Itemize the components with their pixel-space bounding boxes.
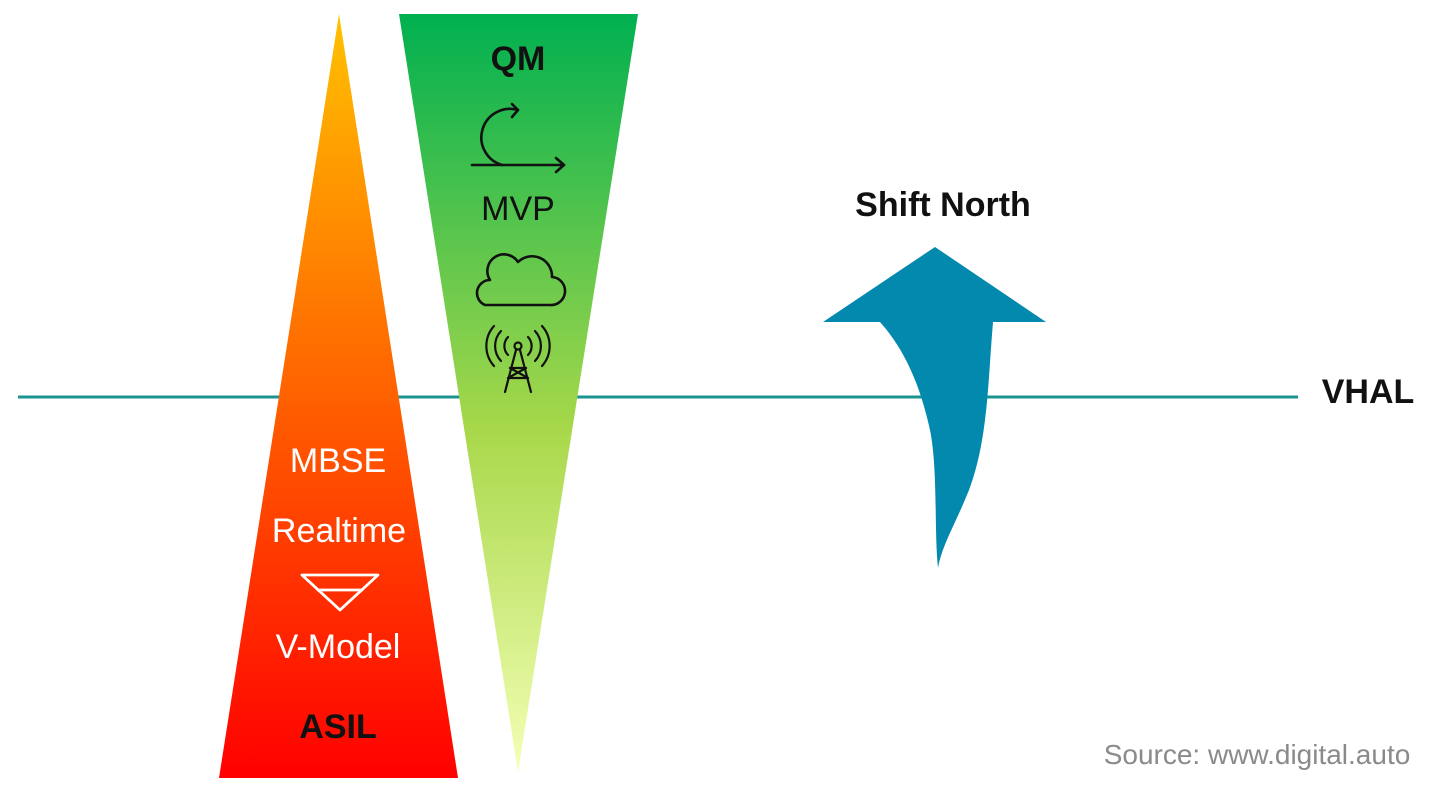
- qm-label: QM: [490, 40, 546, 78]
- realtime-label: Realtime: [271, 512, 407, 550]
- asil-label: ASIL: [299, 708, 377, 746]
- source-caption: Source: www.digital.auto: [1103, 739, 1411, 770]
- vhal-label: VHAL: [1321, 373, 1415, 411]
- cloud-icon: [475, 253, 567, 307]
- asil-pyramid: [219, 14, 458, 778]
- shift-north-label: Shift North: [855, 186, 1031, 224]
- shift-north-arrow: [823, 247, 1046, 568]
- agile-loop-icon: [470, 102, 566, 174]
- radio-tower-icon: [485, 324, 551, 394]
- mvp-label: MVP: [481, 190, 555, 228]
- v-model-label: V-Model: [275, 628, 401, 666]
- v-model-icon: [300, 573, 380, 612]
- mbse-label: MBSE: [289, 442, 387, 480]
- qm-funnel: [399, 14, 638, 772]
